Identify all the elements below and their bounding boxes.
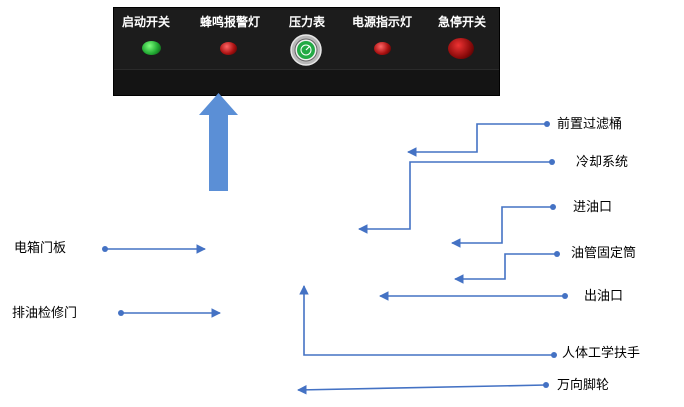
callout-cooling-system: 冷却系统: [576, 155, 629, 170]
control-panel: 启动开关 蜂鸣报警灯 压力表 电源指示灯 急停开关: [113, 7, 500, 96]
pressure-gauge-icon: [290, 34, 322, 66]
emergency-stop-button-icon: [448, 38, 474, 59]
leader-pipe-holder: [454, 251, 560, 284]
leader-oil-outlet: [379, 291, 568, 301]
leader-ergonomic-handle: [299, 285, 557, 358]
buzzer-alarm-lamp-icon: [220, 42, 237, 55]
label-power-indicator: 电源指示灯: [351, 15, 413, 29]
label-pressure-gauge: 压力表: [288, 15, 326, 29]
callout-caster-wheel: 万向脚轮: [557, 378, 610, 393]
leader-caster-wheel: [297, 382, 549, 395]
label-buzzer-alarm: 蜂鸣报警灯: [199, 15, 261, 29]
start-switch-lamp-icon: [142, 41, 161, 55]
leader-cooling-system: [358, 159, 555, 234]
callout-cabinet-door: 电箱门板: [14, 241, 67, 256]
callout-ergonomic-handle: 人体工学扶手: [562, 346, 641, 361]
callout-oil-outlet: 出油口: [584, 289, 624, 304]
label-emergency-stop: 急停开关: [437, 15, 487, 29]
label-start-switch: 启动开关: [121, 15, 171, 29]
big-up-arrow: [199, 93, 238, 191]
leader-drain-door: [118, 308, 221, 318]
callout-oil-inlet: 进油口: [573, 200, 613, 215]
power-indicator-lamp-icon: [374, 42, 391, 55]
panel-base-strip: [114, 69, 499, 95]
callout-front-filter: 前置过滤桶: [557, 117, 623, 132]
callout-pipe-holder: 油管固定筒: [571, 246, 637, 261]
leader-cabinet-door: [102, 244, 206, 254]
leader-oil-inlet: [451, 204, 556, 248]
callout-drain-door: 排油检修门: [12, 306, 78, 321]
leader-front-filter: [407, 121, 550, 157]
